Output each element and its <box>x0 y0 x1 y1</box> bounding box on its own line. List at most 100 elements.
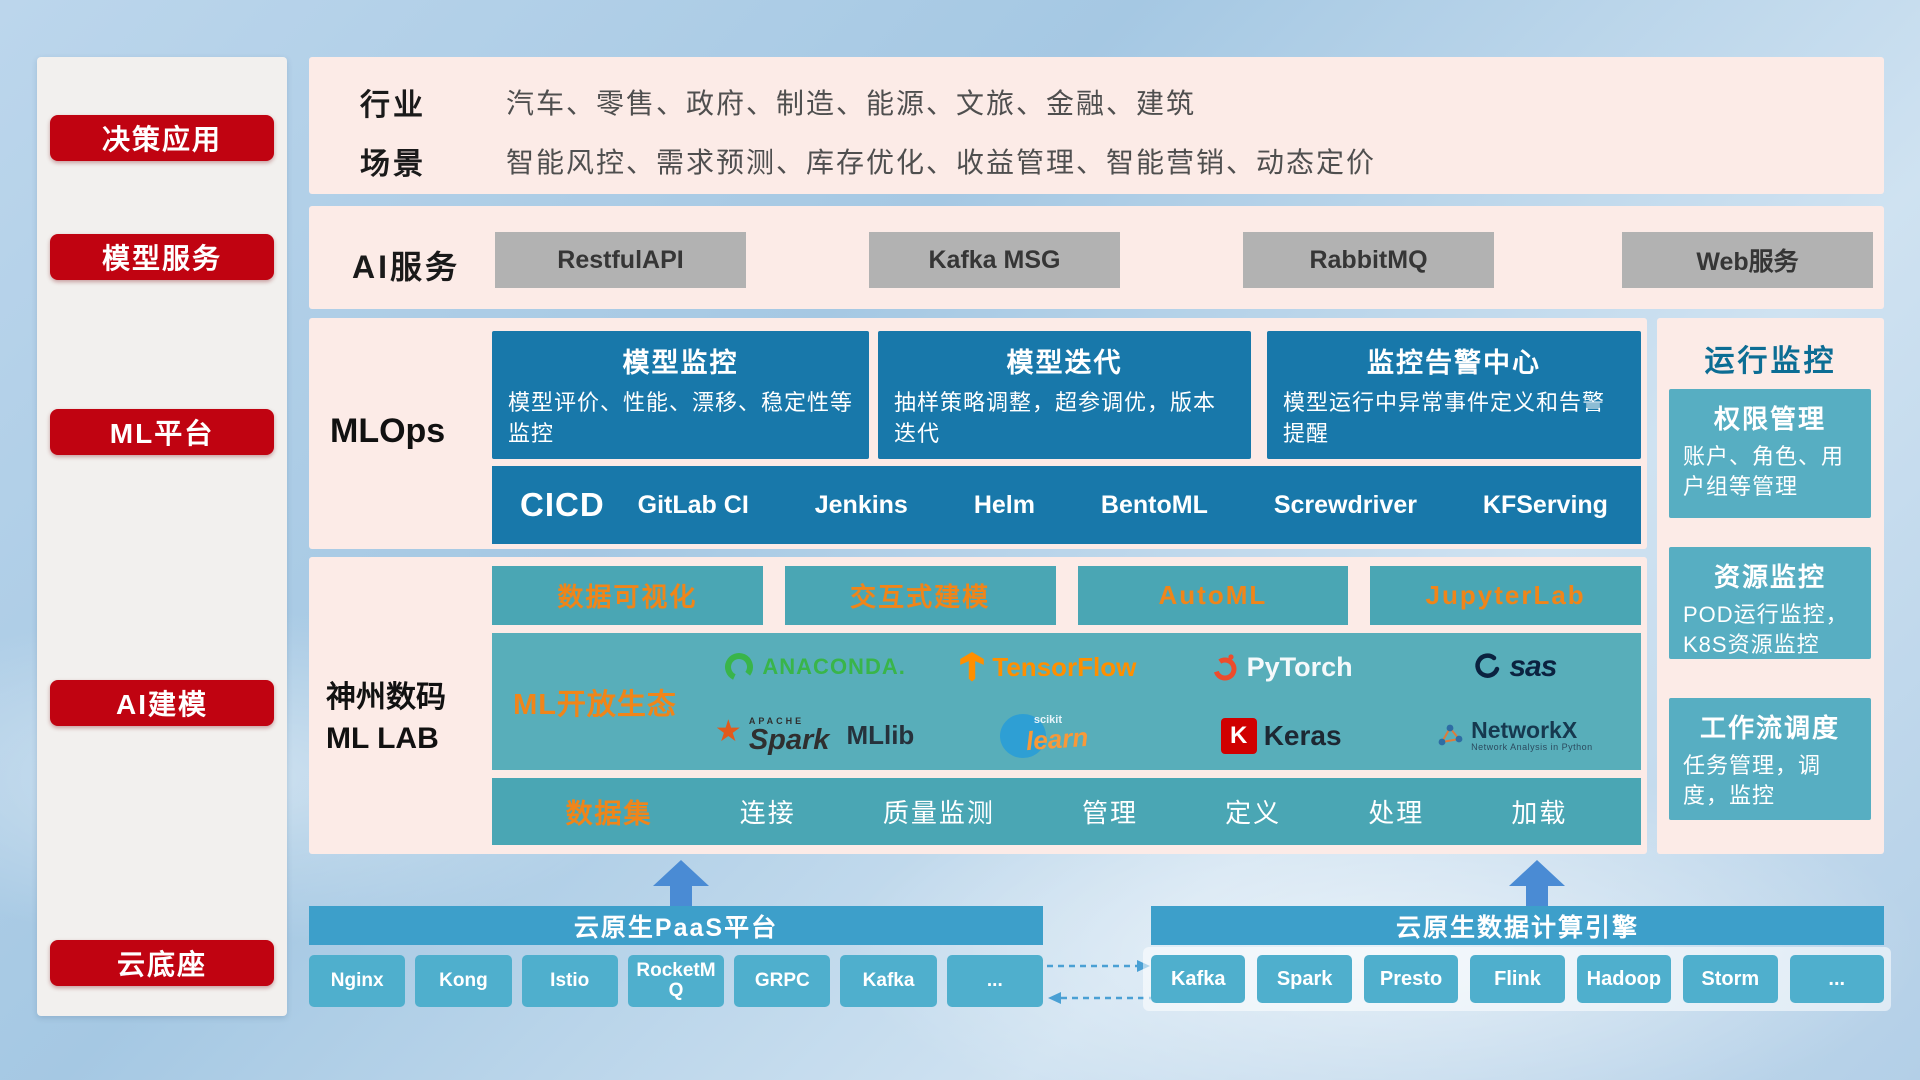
kafka-msg-box: Kafka MSG <box>869 232 1120 288</box>
model-iteration-card: 模型迭代 抽样策略调整，超参调优，版本迭代 <box>878 331 1251 459</box>
resource-monitor-desc: POD运行监控，K8S资源监控 <box>1683 602 1849 657</box>
layer-model-service: 模型服务 <box>50 234 274 280</box>
kafka-chip: Kafka <box>840 955 937 1007</box>
model-monitor-title: 模型监控 <box>622 348 739 378</box>
paas-bar: 云原生PaaS平台 <box>309 906 1043 945</box>
rabbitmq-box: RabbitMQ <box>1243 232 1494 288</box>
data-engine-bar: 云原生数据计算引擎 <box>1151 906 1884 945</box>
up-arrow-icon <box>1509 860 1565 906</box>
spark-chip: Spark <box>1257 955 1352 1003</box>
scenario-label: 场景 <box>360 148 426 181</box>
cicd-label: CICD <box>520 486 605 523</box>
tensorflow-icon <box>960 652 985 682</box>
mlops-label: MLOps <box>330 412 446 450</box>
permission-title: 权限管理 <box>1713 404 1826 434</box>
more-engine-chip: ... <box>1789 955 1884 1003</box>
dataset-label: 数据集 <box>565 799 653 829</box>
dataset-item: 定义 <box>1225 798 1282 828</box>
sas-icon <box>1475 653 1500 679</box>
monitoring-title: 运行监控 <box>1704 345 1837 378</box>
spark-mllib-logo: ★ APACHE Spark MLlib <box>714 714 915 755</box>
industry-label: 行业 <box>360 89 426 122</box>
model-iteration-desc: 抽样策略调整，超参调优，版本迭代 <box>894 390 1217 446</box>
layer-decision-apps: 决策应用 <box>50 115 274 161</box>
pytorch-label: PyTorch <box>1246 651 1353 682</box>
networkx-subtitle: Network Analysis in Python <box>1471 742 1593 753</box>
automl-box: AutoML <box>1077 566 1349 625</box>
spark-apache-label: APACHE <box>748 715 805 726</box>
paas-chip-row: Nginx Kong Istio RocketMQ GRPC Kafka ... <box>309 955 1043 1007</box>
alert-center-title: 监控告警中心 <box>1367 348 1541 378</box>
networkx-icon <box>1438 724 1463 746</box>
pytorch-icon <box>1213 654 1237 681</box>
ecosystem-logo-grid: ANACONDA. TensorFlow PyTorch sas <box>698 633 1641 770</box>
dataset-item: 管理 <box>1081 798 1138 828</box>
keras-logo: K Keras <box>1220 717 1342 754</box>
nginx-chip: Nginx <box>309 955 406 1007</box>
cicd-items: GitLab CI Jenkins Helm BentoML Screwdriv… <box>605 491 1641 520</box>
alert-center-card: 监控告警中心 模型运行中异常事件定义和告警提醒 <box>1267 331 1641 459</box>
sas-logo: sas <box>1472 650 1557 684</box>
cicd-item: Jenkins <box>814 490 908 519</box>
mllib-label: MLlib <box>846 720 915 751</box>
grpc-chip: GRPC <box>734 955 831 1007</box>
left-rail <box>37 57 287 1016</box>
flink-chip: Flink <box>1470 955 1565 1003</box>
mllab-tools-row: 数据可视化 交互式建模 AutoML JupyterLab <box>492 566 1641 625</box>
keras-icon: K <box>1220 717 1257 754</box>
anaconda-label: ANACONDA. <box>762 654 906 680</box>
workflow-card: 工作流调度 任务管理，调度，监控 <box>1669 698 1871 820</box>
engine-chip-row: Kafka Spark Presto Flink Hadoop Storm ..… <box>1151 955 1884 1003</box>
cicd-item: Screwdriver <box>1273 490 1417 519</box>
mllab-label: 神州数码 ML LAB <box>326 678 446 759</box>
spark-icon: ★ <box>714 714 742 748</box>
ml-ecosystem-label: ML开放生态 <box>513 688 677 721</box>
networkx-logo: NetworkX Network Analysis in Python <box>1436 717 1593 753</box>
mllab-label-line1: 神州数码 <box>326 681 446 714</box>
industry-list: 汽车、零售、政府、制造、能源、文旅、金融、建筑 <box>506 88 1197 119</box>
alert-center-desc: 模型运行中异常事件定义和告警提醒 <box>1283 390 1606 446</box>
cicd-item: BentoML <box>1100 490 1208 519</box>
scenario-list: 智能风控、需求预测、库存优化、收益管理、智能营销、动态定价 <box>506 147 1377 178</box>
layer-ai-modeling: AI建模 <box>50 680 274 726</box>
model-iteration-title: 模型迭代 <box>1006 348 1123 378</box>
cicd-item: Helm <box>973 490 1035 519</box>
kong-chip: Kong <box>415 955 512 1007</box>
kafka-engine-chip: Kafka <box>1151 955 1246 1003</box>
model-monitor-card: 模型监控 模型评价、性能、漂移、稳定性等监控 <box>492 331 869 459</box>
data-exchange-arrows-icon <box>1047 960 1151 1004</box>
layer-cloud-base: 云底座 <box>50 940 274 986</box>
web-service-box: Web服务 <box>1622 232 1873 288</box>
storm-chip: Storm <box>1683 955 1778 1003</box>
anaconda-logo: ANACONDA. <box>723 651 905 683</box>
up-arrow-icon <box>653 860 709 906</box>
keras-label: Keras <box>1263 719 1342 751</box>
workflow-desc: 任务管理，调度，监控 <box>1683 753 1822 808</box>
cicd-item: GitLab CI <box>637 490 749 519</box>
industry-panel <box>309 57 1884 194</box>
istio-chip: Istio <box>521 955 618 1007</box>
permission-desc: 账户、角色、用户组等管理 <box>1683 444 1845 499</box>
dataset-row: 数据集 连接 质量监测 管理 定义 处理 加载 <box>492 778 1641 845</box>
jupyterlab-box: JupyterLab <box>1370 566 1641 625</box>
networkx-label: NetworkX <box>1471 717 1578 744</box>
permission-card: 权限管理 账户、角色、用户组等管理 <box>1669 389 1871 518</box>
tensorflow-logo: TensorFlow <box>959 652 1136 683</box>
restfulapi-box: RestfulAPI <box>495 232 746 288</box>
data-visualization-box: 数据可视化 <box>492 566 763 625</box>
resource-monitor-card: 资源监控 POD运行监控，K8S资源监控 <box>1669 547 1871 659</box>
presto-chip: Presto <box>1363 955 1459 1003</box>
sas-label: sas <box>1509 650 1557 684</box>
workflow-title: 工作流调度 <box>1699 713 1840 743</box>
scikit-label: scikit <box>1033 713 1063 726</box>
dataset-item: 加载 <box>1511 798 1568 828</box>
ml-ecosystem-box: ML开放生态 ANACONDA. TensorFlow PyTorch <box>492 633 1641 770</box>
cicd-bar: CICD GitLab CI Jenkins Helm BentoML Scre… <box>492 466 1641 544</box>
pytorch-logo: PyTorch <box>1210 651 1353 683</box>
learn-label: learn <box>1024 721 1089 756</box>
ai-service-label: AI服务 <box>352 249 461 285</box>
more-chip: ... <box>946 955 1043 1007</box>
hadoop-chip: Hadoop <box>1576 955 1672 1003</box>
rocketmq-chip: RocketMQ <box>627 955 725 1007</box>
dataset-item: 连接 <box>739 798 796 828</box>
